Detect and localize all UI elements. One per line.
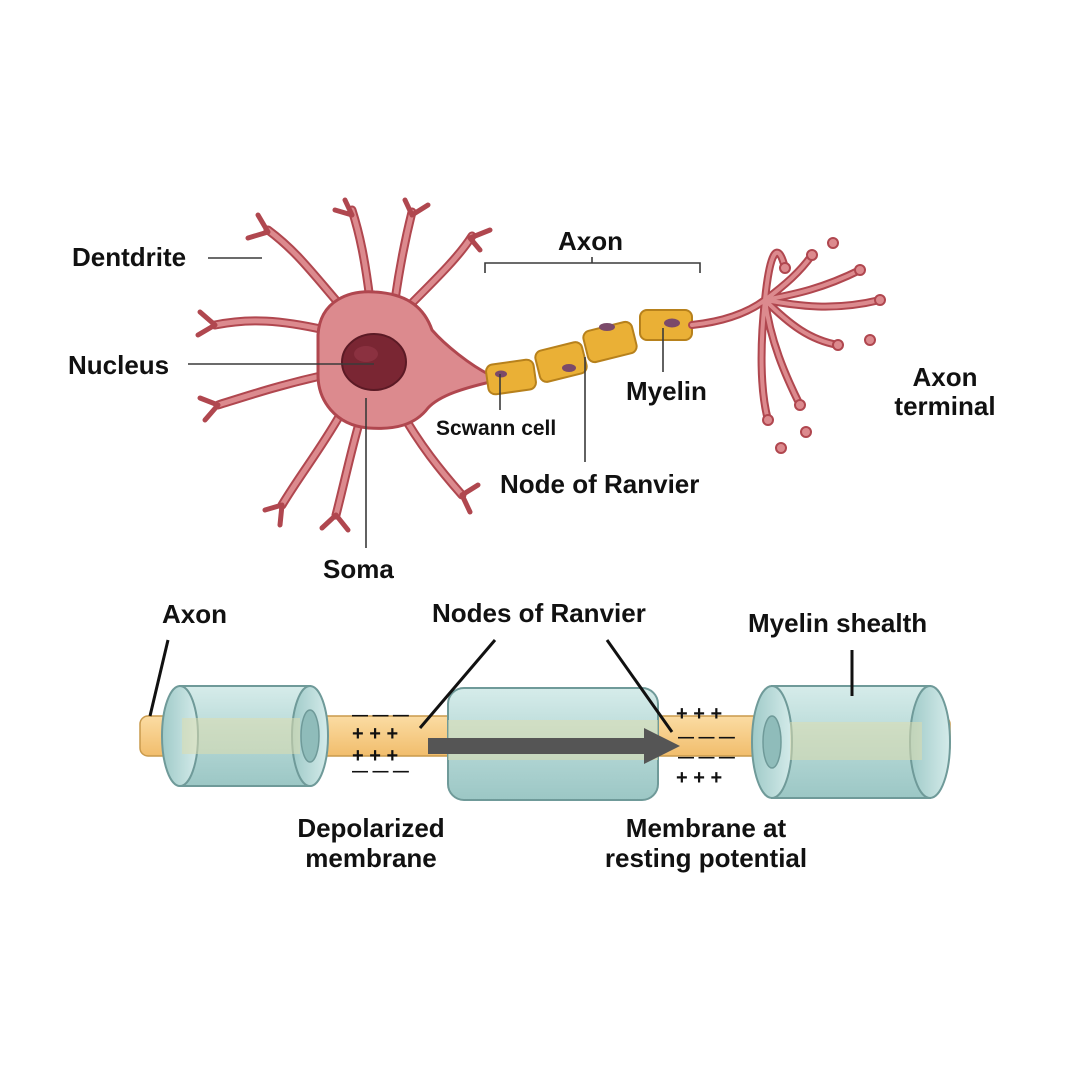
- axon-terminal-label-line1: Axon: [913, 362, 978, 392]
- myelin-sheath-left: [161, 685, 329, 787]
- schwann-cell-2: [534, 341, 588, 383]
- resting-outer-plus-bottom: + + +: [676, 767, 722, 789]
- neuron-labels: Dentdrite Nucleus Soma Axon Scwann cell …: [68, 226, 996, 584]
- dendrites: [195, 197, 493, 533]
- axon-label-bottom: Axon: [162, 599, 227, 629]
- myelin-segments: [485, 309, 693, 396]
- depolarized-inner-plus-top: + + +: [352, 723, 398, 745]
- axon-terminal-branches: [688, 237, 886, 454]
- saltatory-conduction-illustration: [139, 639, 951, 801]
- depolarized-label-line1: Depolarized: [297, 813, 444, 843]
- schwann-cell-1: [485, 358, 537, 396]
- neuron-illustration: [188, 197, 886, 548]
- resting-label-line2: resting potential: [605, 843, 807, 873]
- resting-inner-minus-top: — — —: [678, 729, 735, 746]
- axon-terminal-label-line2: terminal: [894, 391, 995, 421]
- nucleus-shape: [341, 333, 407, 391]
- charge-markers: — — — + + + + + + — — — + + + — — — — — …: [352, 703, 735, 789]
- nodes-of-ranvier-label: Nodes of Ranvier: [432, 598, 646, 628]
- dendrite-label: Dentdrite: [72, 242, 186, 272]
- myelin-sheath-right: [751, 685, 951, 799]
- nucleus-label: Nucleus: [68, 350, 169, 380]
- conduction-arrow: [428, 728, 680, 764]
- resting-label-line1: Membrane at: [626, 813, 787, 843]
- depolarized-inner-plus-bottom: + + +: [352, 745, 398, 767]
- resting-inner-minus-bottom: — — —: [678, 749, 735, 766]
- myelin-sheath-label: Myelin shealth: [748, 608, 927, 638]
- axon-pointer: [148, 639, 170, 717]
- node-pointer-right: [605, 639, 674, 733]
- schwann-cell-label: Scwann cell: [436, 417, 556, 440]
- myelin-label: Myelin: [626, 376, 707, 406]
- axon-label-top: Axon: [558, 226, 623, 256]
- depolarized-label-line2: membrane: [305, 843, 437, 873]
- conduction-labels: Axon Nodes of Ranvier Myelin shealth Dep…: [162, 598, 927, 873]
- depolarized-outer-minus: — — —: [352, 707, 409, 724]
- node-of-ranvier-label: Node of Ranvier: [500, 469, 699, 499]
- soma-label: Soma: [323, 554, 394, 584]
- depolarized-outer-minus-bottom: — — —: [352, 763, 409, 780]
- resting-outer-plus-top: + + +: [676, 703, 722, 725]
- node-pointer-left: [418, 639, 497, 729]
